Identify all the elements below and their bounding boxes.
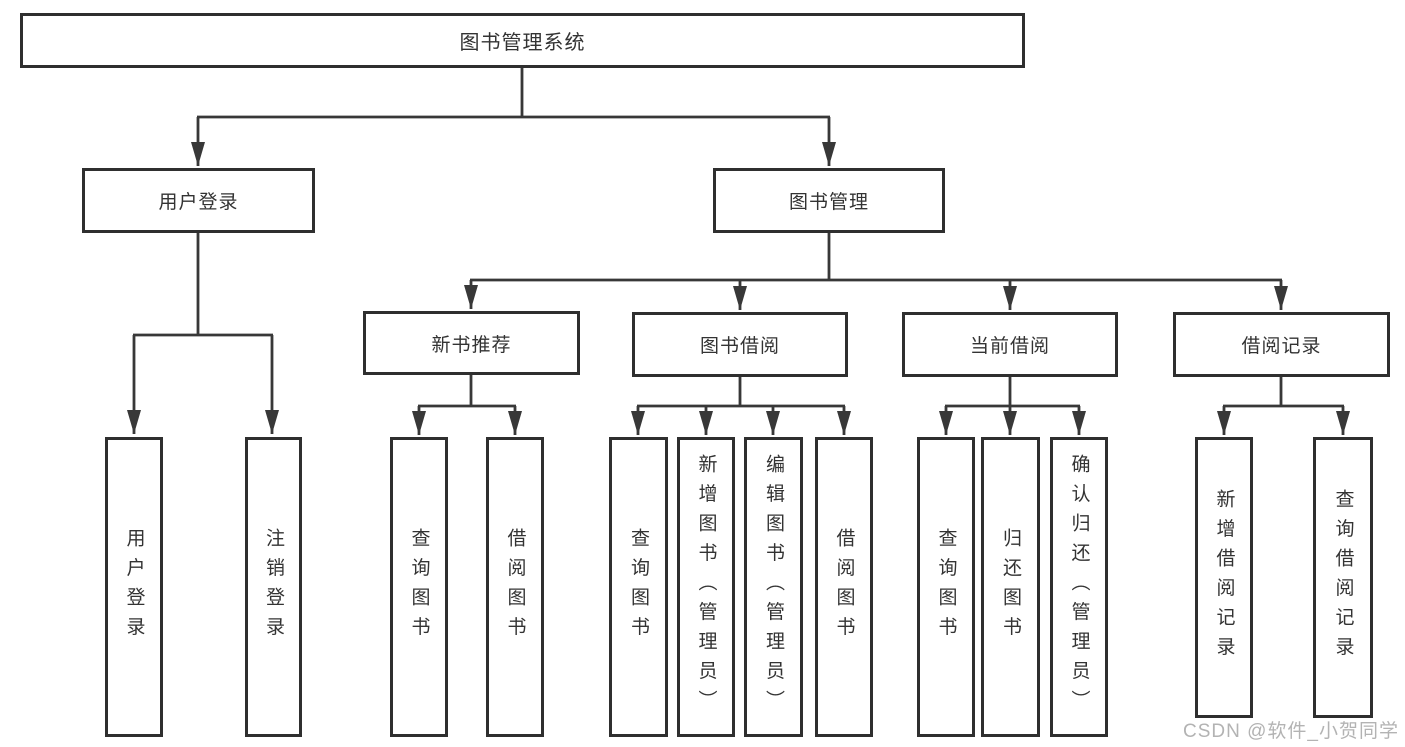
node-new-book-recommend: 新书推荐 — [363, 311, 580, 375]
leaf-borrowing-query-books-label: 查询图书 — [628, 528, 649, 646]
node-book-management: 图书管理 — [713, 168, 945, 233]
leaf-current-query-books: 查询图书 — [917, 437, 975, 737]
node-user-login-branch: 用户登录 — [82, 168, 315, 233]
leaf-recommend-borrow-books-label: 借阅图书 — [504, 528, 526, 646]
leaf-confirm-return-admin-label: 确认归还（管理员） — [1068, 454, 1090, 720]
node-current-borrowing: 当前借阅 — [902, 312, 1118, 377]
leaf-recommend-query-books: 查询图书 — [390, 437, 448, 737]
csdn-watermark: CSDN @软件_小贺同学 — [1183, 721, 1399, 742]
leaf-borrowing-borrow-books-label: 借阅图书 — [833, 528, 855, 646]
leaf-query-borrow-record: 查询借阅记录 — [1313, 437, 1373, 718]
leaf-borrowing-borrow-books: 借阅图书 — [815, 437, 873, 737]
leaf-query-borrow-record-label: 查询借阅记录 — [1332, 489, 1354, 666]
node-book-management-label: 图书管理 — [788, 192, 869, 213]
leaf-recommend-borrow-books: 借阅图书 — [486, 437, 544, 737]
leaf-edit-books-admin-label: 编辑图书（管理员） — [763, 454, 784, 720]
node-user-login-branch-label: 用户登录 — [158, 192, 239, 213]
node-borrow-records: 借阅记录 — [1173, 312, 1390, 377]
node-root: 图书管理系统 — [20, 13, 1025, 68]
node-book-borrowing-label: 图书借阅 — [699, 336, 780, 357]
leaf-add-borrow-record: 新增借阅记录 — [1195, 437, 1253, 718]
leaf-add-books-admin: 新增图书（管理员） — [677, 437, 735, 737]
leaf-return-books-label: 归还图书 — [1000, 528, 1021, 646]
leaf-recommend-query-books-label: 查询图书 — [408, 528, 430, 646]
leaf-logout: 注销登录 — [245, 437, 302, 737]
leaf-return-books: 归还图书 — [981, 437, 1040, 737]
leaf-add-borrow-record-label: 新增借阅记录 — [1213, 489, 1235, 666]
leaf-user-login: 用户登录 — [105, 437, 163, 737]
leaf-borrowing-query-books: 查询图书 — [609, 437, 668, 737]
leaf-add-books-admin-label: 新增图书（管理员） — [695, 454, 717, 720]
node-borrow-records-label: 借阅记录 — [1241, 336, 1322, 357]
leaf-logout-label: 注销登录 — [263, 528, 284, 646]
leaf-confirm-return-admin: 确认归还（管理员） — [1050, 437, 1108, 737]
node-root-label: 图书管理系统 — [459, 32, 586, 54]
node-book-borrowing: 图书借阅 — [632, 312, 848, 377]
leaf-edit-books-admin: 编辑图书（管理员） — [744, 437, 803, 737]
node-new-book-recommend-label: 新书推荐 — [431, 334, 512, 356]
leaf-current-query-books-label: 查询图书 — [935, 528, 957, 646]
leaf-user-login-label: 用户登录 — [123, 528, 145, 646]
node-current-borrowing-label: 当前借阅 — [969, 336, 1050, 357]
